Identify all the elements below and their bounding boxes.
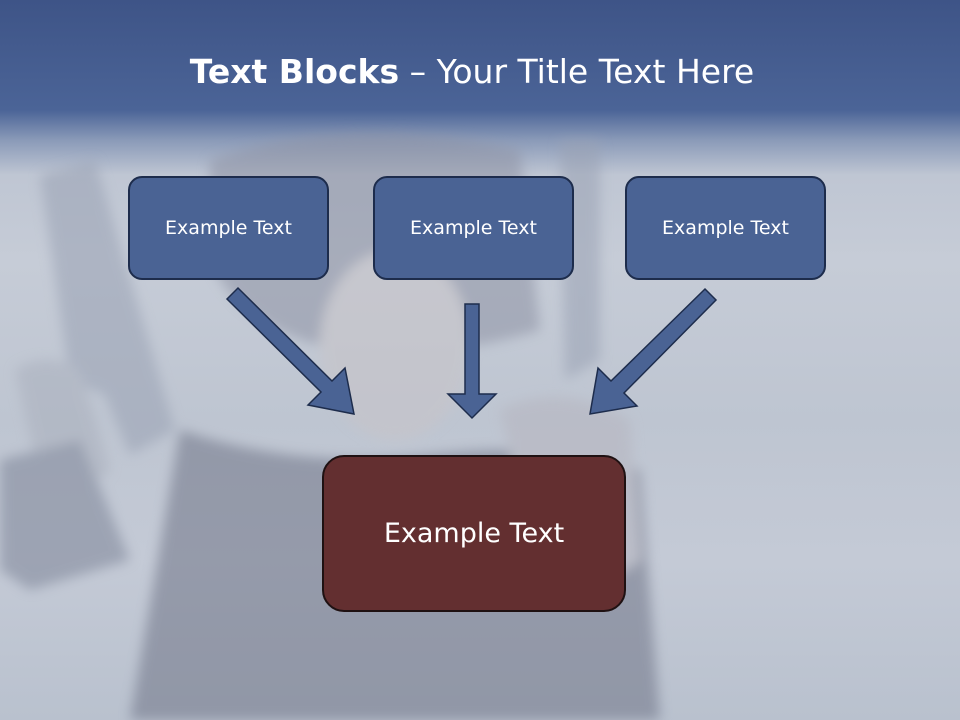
arrow-center (446, 303, 498, 420)
arrow-right (589, 287, 718, 415)
main-text-block[interactable]: Example Text (322, 455, 626, 612)
main-text-block-label: Example Text (383, 518, 565, 549)
title-separator: – (399, 52, 437, 91)
text-block-2[interactable]: Example Text (373, 176, 574, 280)
text-block-2-label: Example Text (410, 217, 537, 239)
text-block-1[interactable]: Example Text (128, 176, 329, 280)
text-block-3-label: Example Text (662, 217, 789, 239)
text-block-1-label: Example Text (165, 217, 292, 239)
title-bold: Text Blocks (189, 52, 400, 91)
text-block-3[interactable]: Example Text (625, 176, 826, 280)
arrow-left (225, 286, 355, 415)
title-rest: Your Title Text Here (436, 52, 755, 91)
slide-title: Text Blocks – Your Title Text Here (0, 52, 944, 91)
